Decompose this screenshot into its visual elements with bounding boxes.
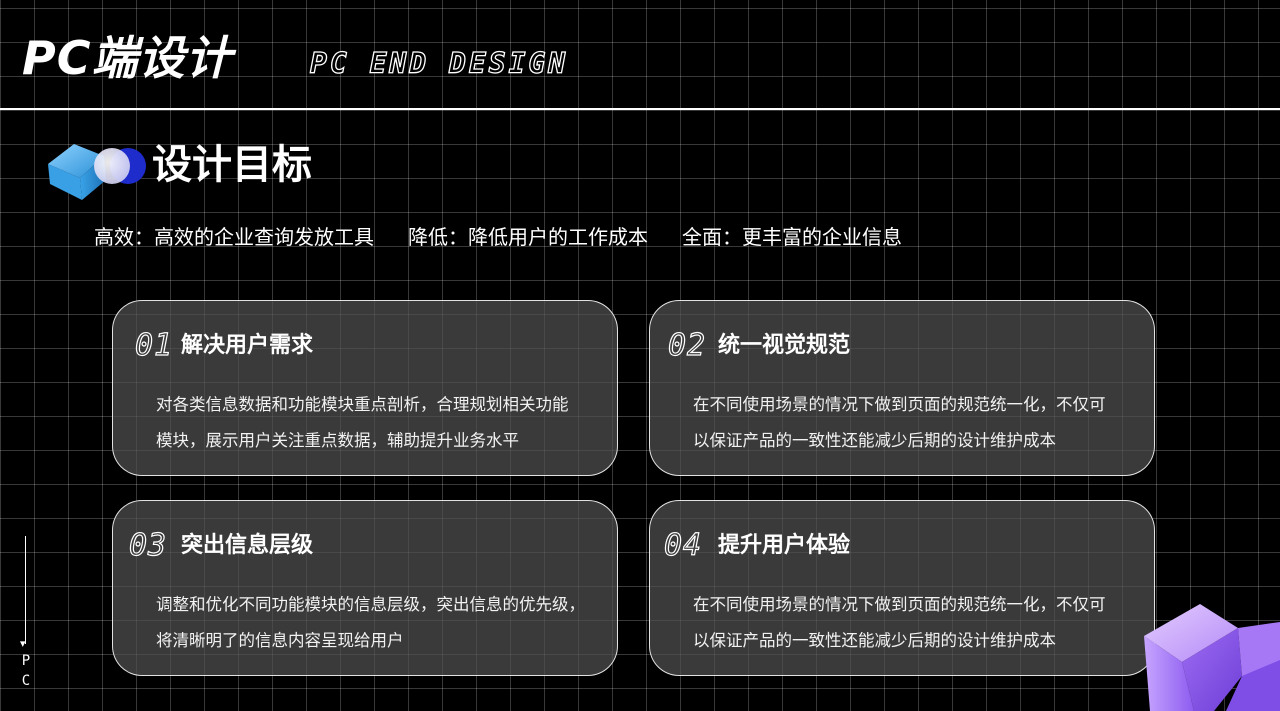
card-title: 统一视觉规范	[718, 333, 851, 358]
card-title: 突出信息层级	[181, 533, 314, 558]
goal-reduce-cost: 降低：降低用户的工作成本	[408, 225, 648, 249]
card-description-line: 以保证产品的一致性还能减少后期的设计维护成本	[693, 431, 1056, 450]
card-number: 01	[134, 328, 174, 363]
card-description: 调整和优化不同功能模块的信息层级，突出信息的优先级， 将清晰明了的信息内容呈现给…	[156, 587, 616, 659]
card-description: 在不同使用场景的情况下做到页面的规范统一化，不仅可 以保证产品的一致性还能减少后…	[693, 387, 1153, 459]
card-improve-user-experience: 04 提升用户体验 在不同使用场景的情况下做到页面的规范统一化，不仅可 以保证产…	[649, 500, 1155, 676]
card-highlight-info-hierarchy: 03 突出信息层级 调整和优化不同功能模块的信息层级，突出信息的优先级， 将清晰…	[112, 500, 618, 676]
card-description: 对各类信息数据和功能模块重点剖析，合理规划相关功能 模块，展示用户关注重点数据，…	[156, 387, 616, 459]
side-label-c: C	[21, 673, 31, 689]
card-description-line: 在不同使用场景的情况下做到页面的规范统一化，不仅可	[693, 395, 1106, 414]
card-description-line: 调整和优化不同功能模块的信息层级，突出信息的优先级，	[156, 595, 585, 614]
goal-comprehensive: 全面：更丰富的企业信息	[682, 225, 902, 249]
side-pc-label: ▾ P C	[18, 536, 34, 688]
card-number: 04	[663, 528, 703, 563]
side-label-p: P	[21, 653, 31, 669]
card-description-line: 将清晰明了的信息内容呈现给用户	[156, 631, 404, 650]
card-description-line: 模块，展示用户关注重点数据，辅助提升业务水平	[156, 431, 519, 450]
header-divider	[0, 108, 1280, 110]
section-title: 设计目标	[152, 142, 312, 188]
card-description-line: 在不同使用场景的情况下做到页面的规范统一化，不仅可	[693, 595, 1106, 614]
goal-efficient: 高效：高效的企业查询发放工具	[94, 225, 374, 249]
card-title: 解决用户需求	[181, 333, 314, 358]
card-unified-visual-spec: 02 统一视觉规范 在不同使用场景的情况下做到页面的规范统一化，不仅可 以保证产…	[649, 300, 1155, 476]
goals-row: 高效：高效的企业查询发放工具 降低：降低用户的工作成本 全面：更丰富的企业信息	[94, 222, 902, 252]
card-description-line: 以保证产品的一致性还能减少后期的设计维护成本	[693, 631, 1056, 650]
card-number: 02	[667, 328, 707, 363]
card-description-line: 对各类信息数据和功能模块重点剖析，合理规划相关功能	[156, 395, 569, 414]
side-label-text: P C	[18, 654, 34, 688]
card-number: 03	[128, 528, 168, 563]
blue-cube-logo-icon	[48, 144, 146, 200]
arrow-head-icon: ▾	[20, 637, 26, 650]
header-title: PC端设计	[22, 31, 233, 85]
purple-cube-decoration-icon	[1144, 604, 1280, 711]
card-description: 在不同使用场景的情况下做到页面的规范统一化，不仅可 以保证产品的一致性还能减少后…	[693, 587, 1153, 659]
arrow-down-icon	[25, 536, 26, 644]
card-title: 提升用户体验	[718, 533, 851, 558]
card-solve-user-needs: 01 解决用户需求 对各类信息数据和功能模块重点剖析，合理规划相关功能 模块，展…	[112, 300, 618, 476]
header-subtitle: PC END DESIGN	[309, 46, 569, 80]
